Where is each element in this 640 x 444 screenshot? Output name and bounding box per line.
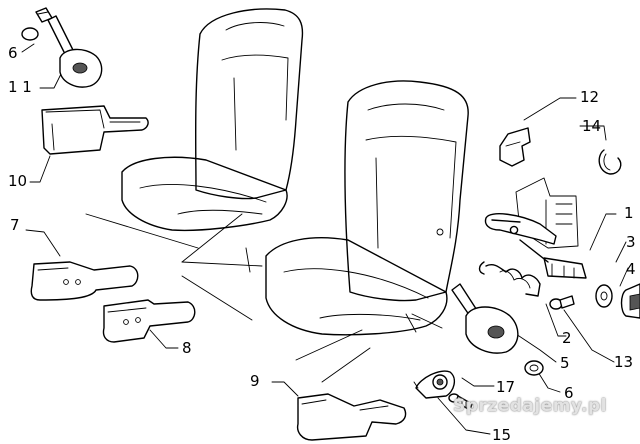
part-13-pin bbox=[549, 295, 575, 310]
label-part-14: 14 bbox=[582, 117, 602, 135]
part-17-screw bbox=[448, 393, 473, 411]
part-6-knob bbox=[21, 7, 53, 41]
label-part-11: 1 1 bbox=[8, 78, 32, 96]
label-part-17: 17 bbox=[496, 378, 516, 396]
part-11-lever bbox=[47, 15, 103, 88]
label-part-8: 8 bbox=[182, 339, 192, 357]
label-part-3: 3 bbox=[626, 233, 636, 251]
label-part-10: 10 bbox=[8, 172, 28, 190]
label-part-6-lower: 6 bbox=[564, 384, 574, 402]
right-seat bbox=[265, 80, 469, 336]
label-part-7: 7 bbox=[10, 216, 20, 234]
leader-lines bbox=[21, 43, 629, 435]
label-part-1: 1 bbox=[624, 204, 634, 222]
part-4-nut bbox=[620, 283, 640, 319]
part-3-washer bbox=[595, 284, 613, 308]
part-1-mechanism bbox=[484, 177, 587, 279]
label-part-15: 15 bbox=[492, 426, 512, 444]
part-12-clip bbox=[499, 127, 531, 167]
part-2-spring bbox=[478, 261, 541, 297]
label-part-12: 12 bbox=[580, 88, 600, 106]
label-part-13: 13 bbox=[614, 353, 634, 371]
part-7-trim bbox=[30, 261, 139, 301]
part-14-ring-clip bbox=[598, 149, 622, 175]
label-part-2: 2 bbox=[562, 329, 572, 347]
part-10-cover bbox=[41, 105, 149, 155]
label-part-9: 9 bbox=[250, 372, 260, 390]
part-15-bracket bbox=[413, 370, 456, 399]
watermark: Sprzedajemy.pl bbox=[453, 396, 607, 416]
part-9-trim bbox=[296, 393, 407, 441]
label-part-4: 4 bbox=[626, 260, 636, 278]
part-8-trim bbox=[102, 299, 196, 343]
part-5-lever bbox=[451, 283, 519, 354]
label-part-5: 5 bbox=[560, 354, 570, 372]
left-seat bbox=[121, 8, 304, 232]
label-part-6-top: 6 bbox=[8, 44, 18, 62]
part-6-lower-knob bbox=[524, 360, 544, 376]
